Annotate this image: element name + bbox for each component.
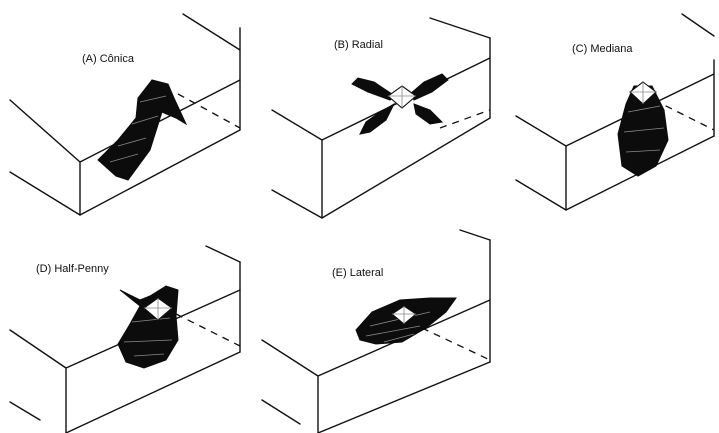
panel-c: (C) Mediana [516, 14, 714, 210]
panel-a: (A) Cônica [10, 14, 240, 215]
panel-label-c: (C) Mediana [572, 43, 633, 55]
radial-crack-lobe-right [414, 104, 442, 124]
panel-e: (E) Lateral [262, 230, 490, 433]
half-penny-crack [118, 286, 178, 368]
panel-label-b: (B) Radial [334, 39, 383, 51]
panel-d: (D) Half-Penny [10, 246, 240, 433]
panel-label-e: (E) Lateral [332, 267, 383, 279]
panel-label-d: (D) Half-Penny [36, 263, 109, 275]
panel-label-a: (A) Cônica [82, 53, 135, 65]
panel-b: (B) Radial [272, 18, 490, 218]
specimen-block-a [10, 14, 240, 215]
